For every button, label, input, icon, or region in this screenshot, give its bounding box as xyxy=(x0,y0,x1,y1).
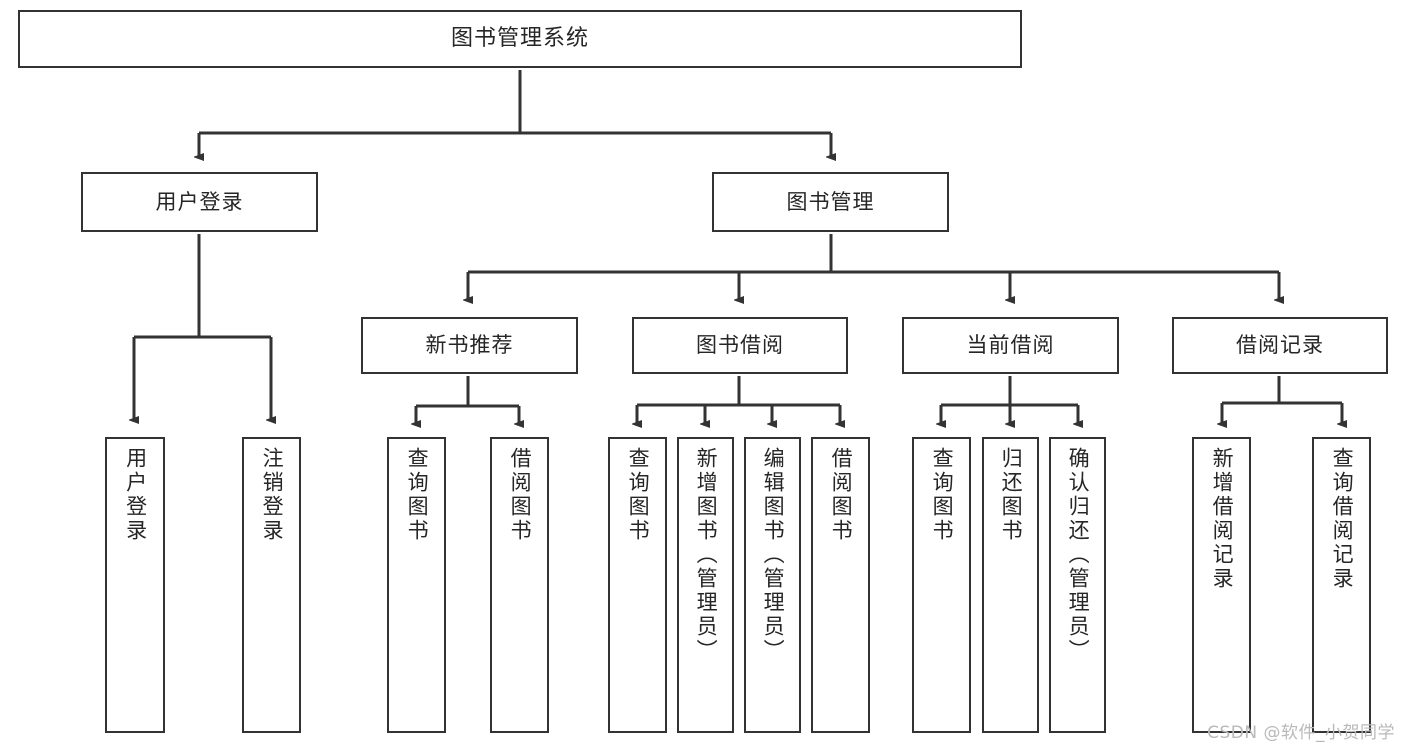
node-label: 借阅记录 xyxy=(1236,333,1324,358)
node-label: 用户登录 xyxy=(155,189,244,214)
node-label: 查询借阅记录 xyxy=(1330,447,1355,591)
leaf-borrow-book-recommend[interactable]: 借阅图书 xyxy=(490,437,549,733)
node-label: 新书推荐 xyxy=(425,333,514,358)
leaf-query-book-current[interactable]: 查询图书 xyxy=(912,437,971,733)
leaf-add-borrow-record[interactable]: 新增借阅记录 xyxy=(1192,437,1251,733)
node-label: 借阅图书 xyxy=(829,447,854,543)
node-current-borrow[interactable]: 当前借阅 xyxy=(902,317,1119,374)
node-label: 新增借阅记录 xyxy=(1210,447,1235,591)
node-label: 查询图书 xyxy=(626,447,651,543)
csdn-watermark: CSDN @软件_小贺同学 xyxy=(1207,723,1395,743)
node-label: 图书管理系统 xyxy=(450,26,589,52)
node-root-system[interactable]: 图书管理系统 xyxy=(18,10,1022,68)
leaf-query-book-recommend[interactable]: 查询图书 xyxy=(387,437,446,733)
node-user-login[interactable]: 用户登录 xyxy=(81,172,318,232)
node-borrow-record[interactable]: 借阅记录 xyxy=(1172,317,1388,374)
node-label: 新增图书（管理员） xyxy=(694,447,719,663)
node-label: 图书借阅 xyxy=(696,333,784,358)
leaf-logout[interactable]: 注销登录 xyxy=(242,437,301,733)
node-label: 归还图书 xyxy=(999,447,1024,543)
node-label: 确认归还（管理员） xyxy=(1066,447,1091,663)
node-label: 借阅图书 xyxy=(508,447,533,543)
node-book-borrow[interactable]: 图书借阅 xyxy=(632,317,848,374)
node-book-manage[interactable]: 图书管理 xyxy=(712,172,949,232)
node-label: 编辑图书（管理员） xyxy=(761,447,786,663)
leaf-confirm-return[interactable]: 确认归还（管理员） xyxy=(1049,437,1106,733)
leaf-borrow-book[interactable]: 借阅图书 xyxy=(811,437,870,733)
leaf-query-book-borrow[interactable]: 查询图书 xyxy=(608,437,667,733)
leaf-edit-book[interactable]: 编辑图书（管理员） xyxy=(744,437,801,733)
node-label: 用户登录 xyxy=(123,447,148,543)
node-new-book-recommend[interactable]: 新书推荐 xyxy=(361,317,578,374)
leaf-user-login[interactable]: 用户登录 xyxy=(105,437,165,733)
leaf-query-borrow-record[interactable]: 查询借阅记录 xyxy=(1312,437,1371,733)
node-label: 当前借阅 xyxy=(966,333,1055,358)
node-label: 注销登录 xyxy=(260,447,285,543)
node-label: 图书管理 xyxy=(786,189,875,214)
node-label: 查询图书 xyxy=(405,447,430,543)
leaf-add-book[interactable]: 新增图书（管理员） xyxy=(677,437,734,733)
node-label: 查询图书 xyxy=(930,447,955,543)
leaf-return-book[interactable]: 归还图书 xyxy=(982,437,1039,733)
